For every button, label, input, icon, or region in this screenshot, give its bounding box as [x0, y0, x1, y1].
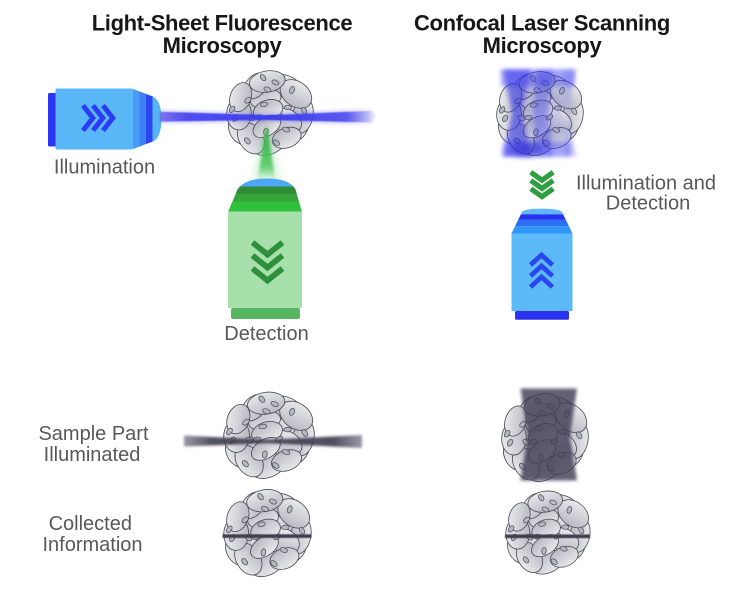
- svg-text:Light-Sheet Fluorescence: Light-Sheet Fluorescence: [92, 11, 353, 36]
- svg-text:Illumination and: Illumination and: [576, 172, 716, 194]
- svg-text:Sample Part: Sample Part: [38, 423, 148, 445]
- svg-text:Illuminated: Illuminated: [44, 444, 141, 466]
- svg-text:Detection: Detection: [606, 193, 691, 215]
- svg-text:Collected: Collected: [49, 513, 132, 535]
- svg-text:Detection: Detection: [224, 323, 309, 345]
- svg-text:Microscopy: Microscopy: [163, 33, 283, 58]
- svg-text:Microscopy: Microscopy: [483, 33, 603, 58]
- svg-text:Confocal Laser Scanning: Confocal Laser Scanning: [414, 11, 670, 36]
- svg-text:Illumination: Illumination: [54, 157, 155, 179]
- svg-text:Information: Information: [42, 534, 142, 556]
